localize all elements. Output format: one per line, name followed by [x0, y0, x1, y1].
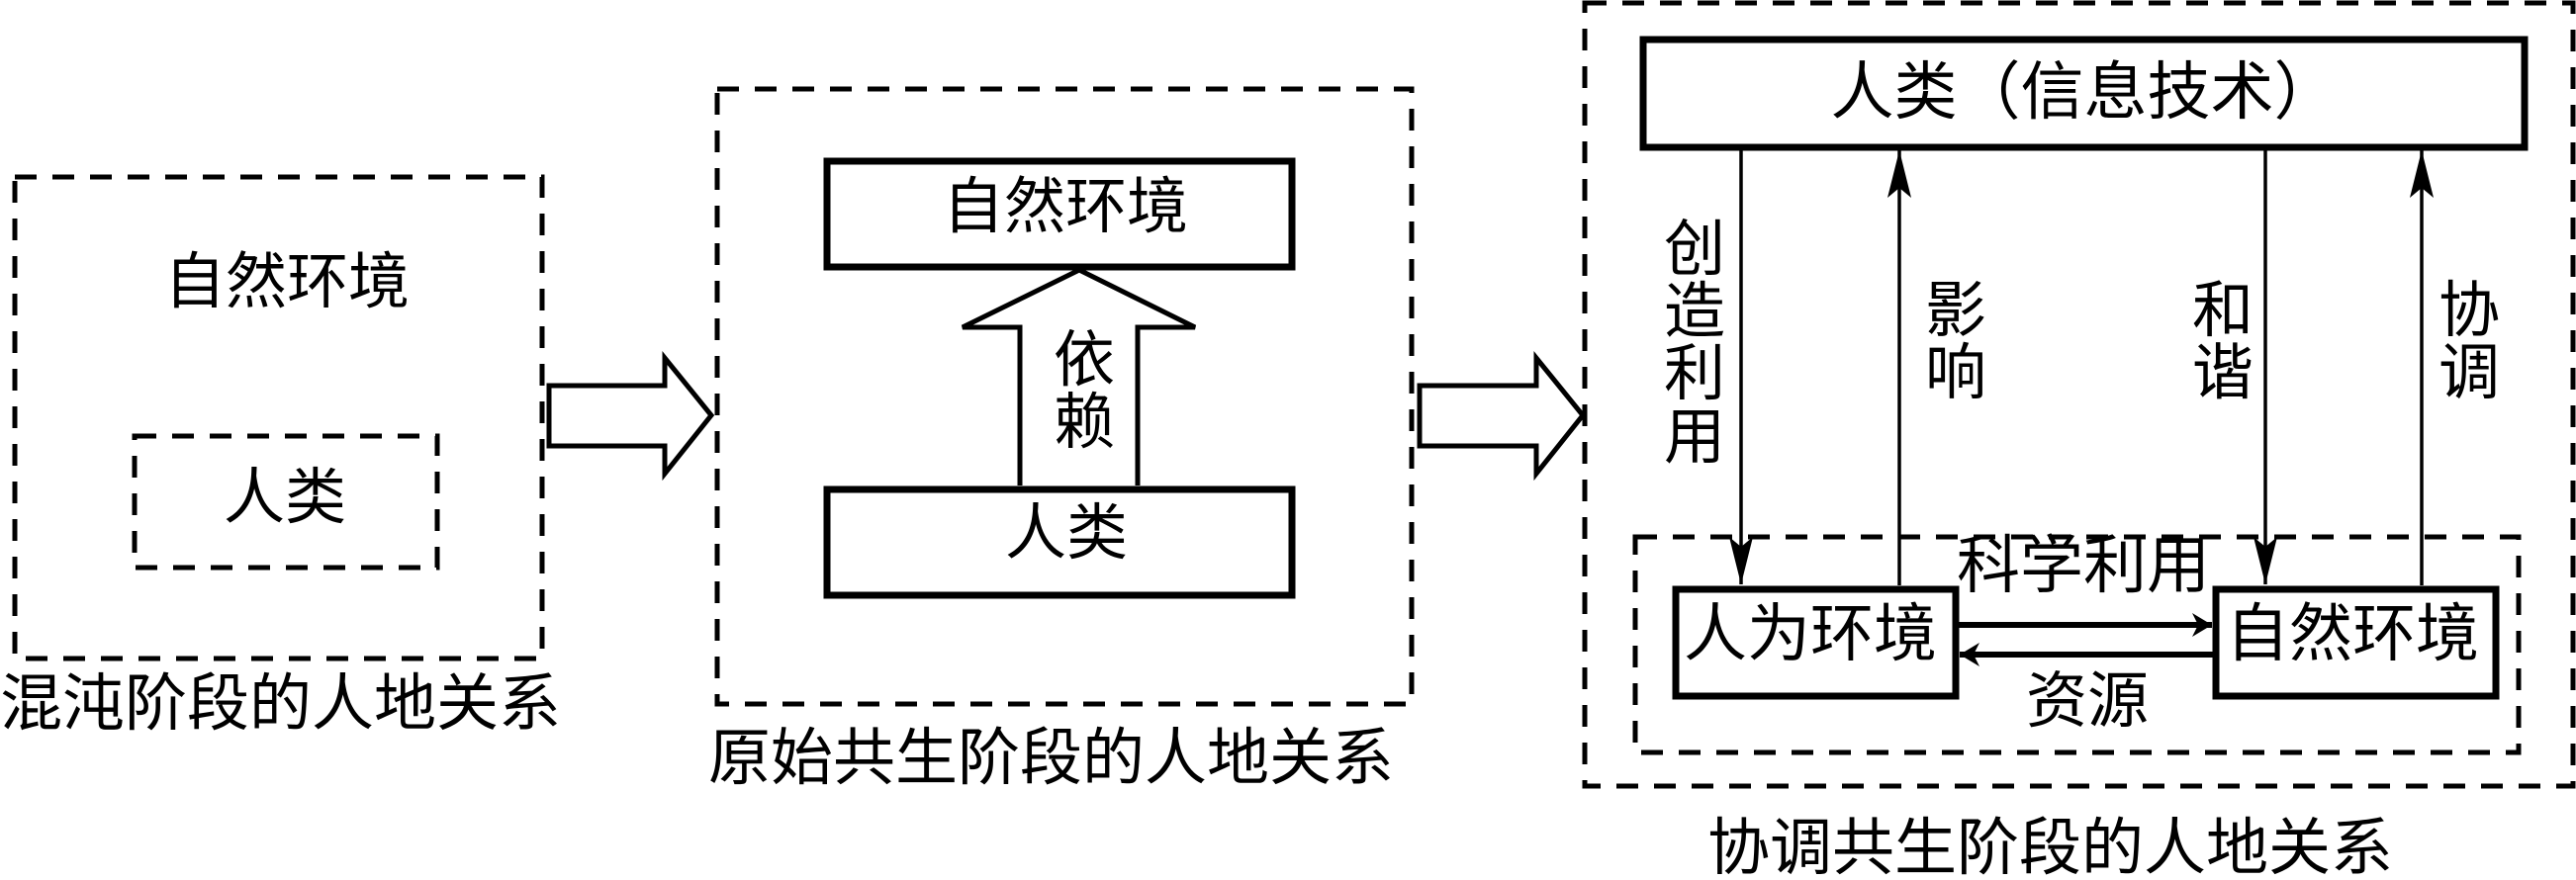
- panel-3-top-box: [1639, 36, 2529, 151]
- link-create-use-label: 创造利用: [1663, 213, 1725, 473]
- block-arrow-right-icon: [546, 350, 715, 482]
- panel-2-humans-label: 人类: [1005, 496, 1129, 569]
- panel-3-outer-frame: [1582, 0, 2576, 789]
- panel-1-outer-frame: [12, 174, 545, 661]
- link-harmony-label: 和谐: [2191, 274, 2254, 409]
- panel-2-caption: 原始共生阶段的人地关系: [708, 722, 1394, 794]
- panel-1-inner-frame: [132, 433, 440, 571]
- panel-3-natural-environment-label: 自然环境: [2226, 598, 2479, 671]
- panel-3-caption: 协调共生阶段的人地关系: [1707, 812, 2393, 880]
- panel-2-bottom-box: [823, 485, 1296, 599]
- link-scientific-use-label: 科学利用: [1957, 530, 2210, 603]
- panel-3-artificial-environment-label: 人为环境: [1684, 598, 1937, 671]
- panel-3-right-box: [2212, 585, 2500, 700]
- panel-2-natural-environment-label: 自然环境: [943, 170, 1189, 242]
- panel-3-left-box: [1672, 585, 1960, 700]
- panel-2-outer-frame: [714, 86, 1415, 707]
- panel-3-inner-frame: [1632, 534, 2522, 755]
- panel-2-dependence-label: 依赖: [1053, 323, 1115, 459]
- panel-1-natural-environment-label: 自然环境: [164, 245, 411, 317]
- block-arrow-right-icon: [1417, 350, 1587, 482]
- panel-3-humans-info-tech-label: 人类（信息技术）: [1830, 56, 2338, 130]
- link-resources-label: 资源: [2026, 664, 2150, 737]
- panel-2-top-box: [823, 157, 1296, 271]
- panel-1-caption: 混沌阶段的人地关系: [0, 667, 561, 740]
- panel-1-humans-label: 人类: [224, 461, 347, 533]
- dependence-arrow-up-icon: [961, 267, 1197, 485]
- link-influence-label: 影响: [1924, 274, 1986, 409]
- link-coordinate-label: 协调: [2438, 274, 2500, 409]
